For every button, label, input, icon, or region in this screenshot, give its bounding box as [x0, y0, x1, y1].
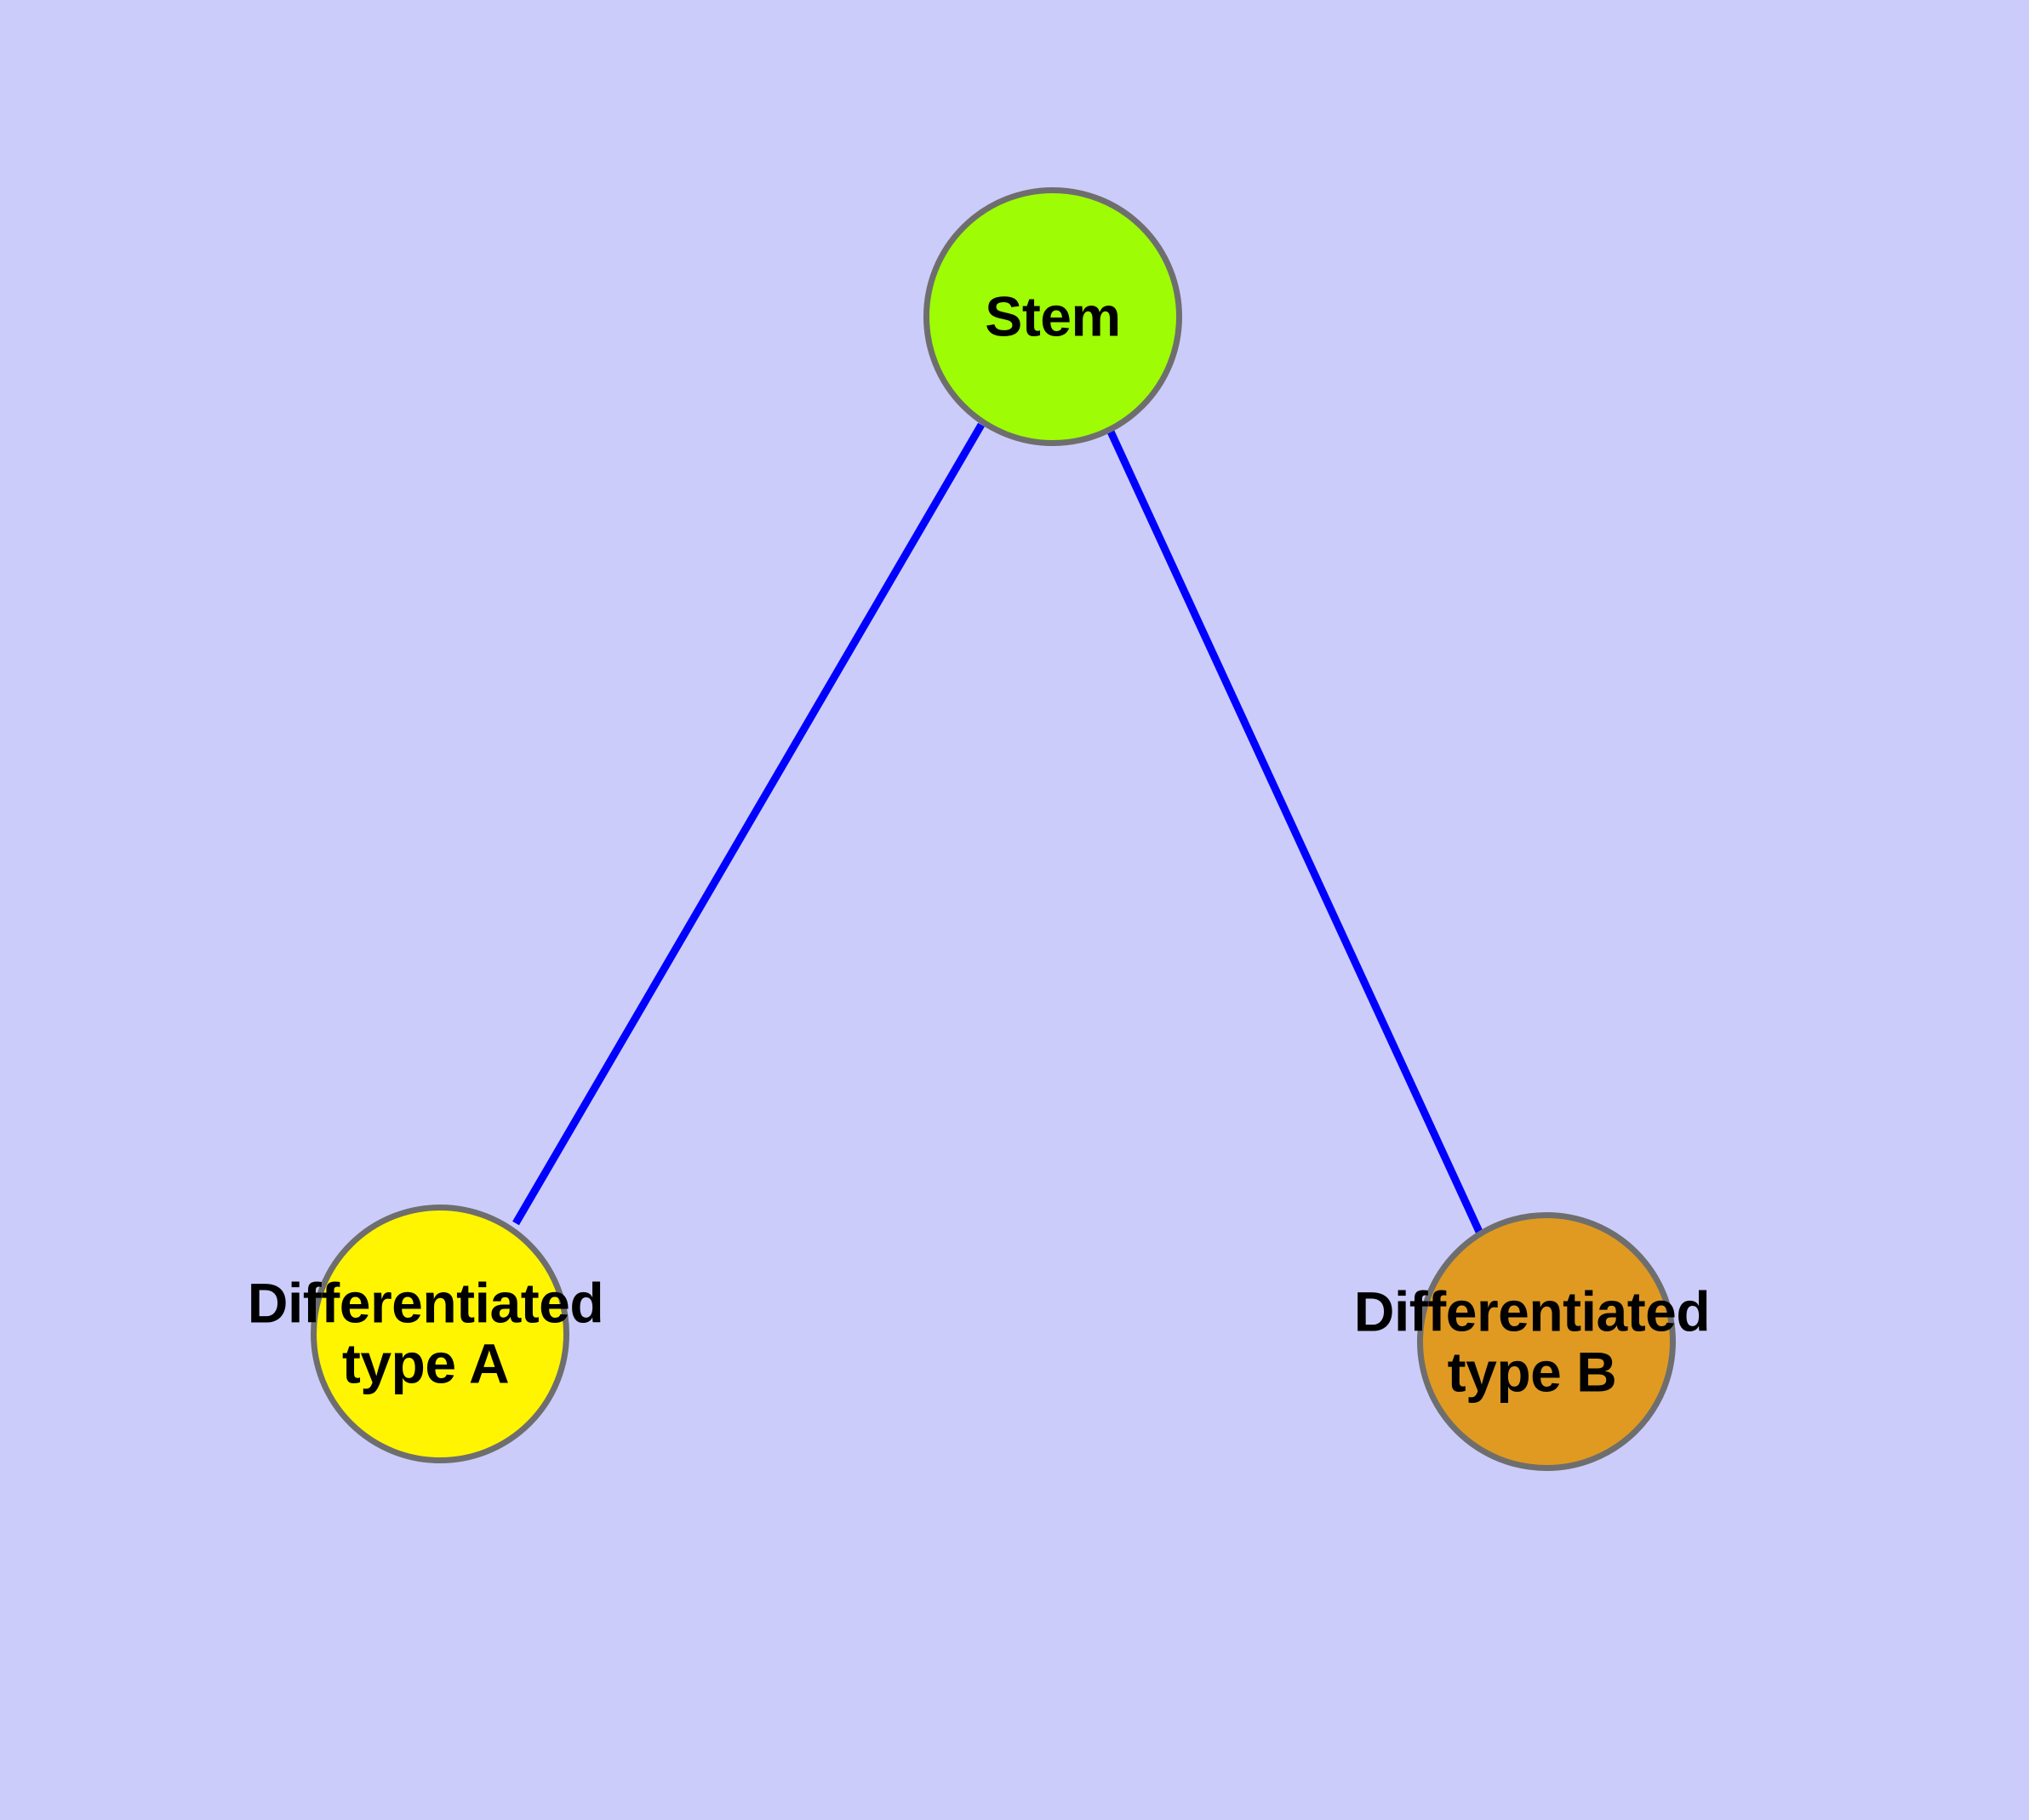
graph-node-diff-b[interactable] — [1417, 1212, 1676, 1471]
nodes-group — [311, 187, 1676, 1471]
edges-group — [512, 422, 1484, 1235]
graph-edge-stem-to-diff-b — [1106, 430, 1484, 1235]
graph-edge-stem-to-diff-a — [512, 422, 985, 1226]
graph-node-diff-a[interactable] — [311, 1205, 569, 1463]
graph-node-stem[interactable] — [923, 187, 1182, 446]
